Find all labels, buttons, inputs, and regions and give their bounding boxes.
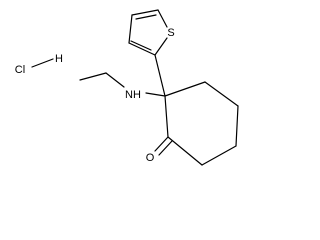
amine-to-ethyl-bond — [105, 72, 125, 88]
cyclohexane-bond-c1-c6 — [164, 81, 206, 97]
hcl-hydrogen-label: H — [55, 53, 63, 65]
thiophene-bond-c5-s — [157, 9, 168, 28]
amine-to-cyclohexane-bond — [145, 92, 166, 97]
thiophene-bond-c2-c3 — [128, 42, 156, 56]
cyclohexane-bond-c6-c5 — [204, 81, 239, 107]
cyclohexane-bond-c4-c3 — [201, 145, 237, 166]
cyclohexane-bond-c3-c2 — [167, 136, 203, 166]
ethyl-bond — [79, 72, 107, 81]
sulfur-label: S — [167, 27, 174, 39]
carbonyl-bond-outer — [154, 136, 169, 152]
thiophene-bond-s-c2 — [154, 37, 168, 56]
hcl-bond — [31, 58, 54, 68]
cyclohexane-bond-c5-c4 — [235, 105, 239, 147]
thiophene-bond-c3-c4 — [128, 14, 133, 44]
thiophene-double-bond-c2-c3 — [130, 40, 152, 51]
thiophene-to-cyclohexane-bond — [154, 54, 166, 97]
cyclohexane-bond-c2-c1 — [164, 95, 169, 138]
thiophene-bond-c4-c5 — [131, 9, 159, 16]
chemical-structure-diagram: Cl H S O NH — [15, 9, 239, 166]
amine-label: NH — [125, 89, 141, 101]
carbonyl-oxygen-label: O — [146, 152, 155, 164]
carbonyl-bond-inner — [158, 140, 173, 156]
thiophene-double-bond-c4-c5 — [135, 14, 157, 20]
hcl-chlorine-label: Cl — [15, 64, 25, 76]
